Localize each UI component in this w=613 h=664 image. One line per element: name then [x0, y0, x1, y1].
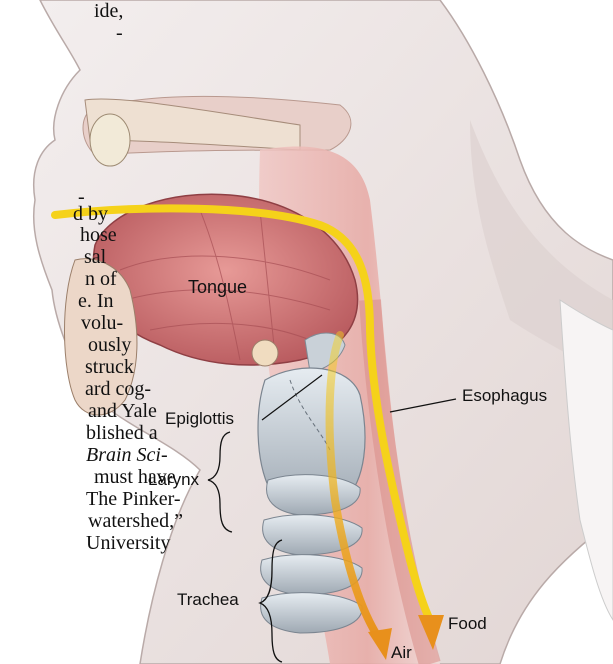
- article-line: ide,: [94, 0, 123, 22]
- article-line: hose: [80, 224, 117, 246]
- hyoid-bone: [252, 340, 278, 366]
- esophagus-label: Esophagus: [462, 386, 547, 406]
- article-line: d by: [73, 203, 108, 225]
- article-line: struck: [85, 356, 134, 378]
- trachea-label: Trachea: [177, 590, 239, 610]
- upper-teeth: [90, 114, 130, 166]
- article-line: volu-: [81, 312, 123, 334]
- article-line: The Pinker-: [86, 488, 181, 510]
- article-line: and Yale: [88, 400, 157, 422]
- article-line: watershed,”: [88, 510, 183, 532]
- tongue-label: Tongue: [188, 277, 247, 298]
- article-line: blished a: [86, 422, 158, 444]
- article-line: -: [116, 22, 123, 44]
- air-label: Air: [391, 643, 412, 663]
- article-line: University: [86, 532, 170, 554]
- article-line: sal: [84, 246, 106, 268]
- epiglottis-label: Epiglottis: [165, 409, 234, 429]
- food-label: Food: [448, 614, 487, 634]
- larynx-label: Larynx: [148, 470, 199, 490]
- article-line: Brain Sci-: [86, 444, 168, 466]
- article-line: n of: [85, 268, 117, 290]
- article-line: e. In: [78, 290, 114, 312]
- article-line: ously: [88, 334, 131, 356]
- article-line: ard cog-: [85, 378, 151, 400]
